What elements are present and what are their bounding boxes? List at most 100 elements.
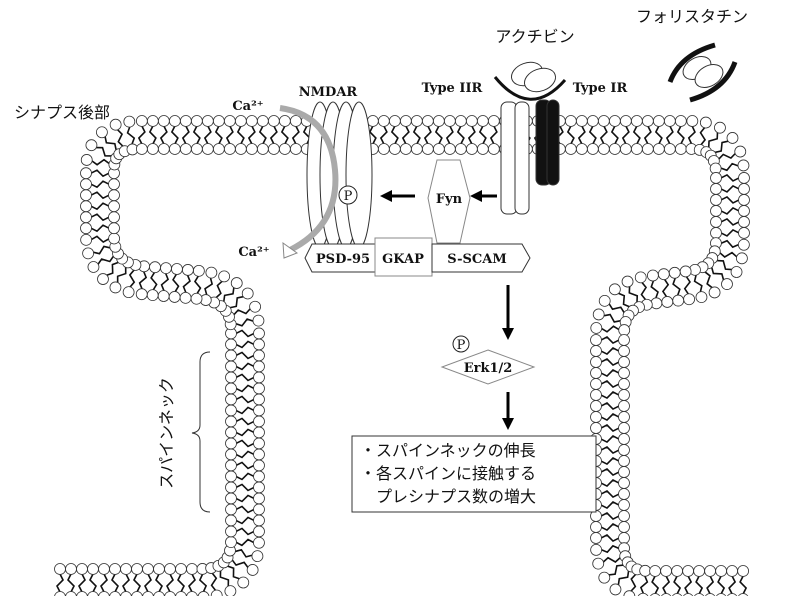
erk-phospho-marker [452, 335, 470, 353]
lipid-head [586, 143, 599, 155]
lipid-head [186, 563, 198, 575]
lipid-head [146, 143, 159, 155]
lipid-head [201, 143, 214, 155]
lipid-head [109, 281, 122, 294]
lipid-head [590, 422, 602, 434]
lipid-head [123, 115, 136, 128]
follistatin-label: フォリスタチン [636, 7, 748, 26]
lipid-head [598, 571, 611, 584]
lipid-head [618, 455, 630, 467]
lipid-head [237, 576, 250, 589]
lipid-head [223, 115, 236, 127]
lipid-head [80, 211, 92, 224]
lipid-head [267, 143, 280, 155]
lipid-head [109, 563, 121, 575]
lipid-head [738, 172, 750, 184]
lipid-head [618, 521, 630, 533]
lipid-head [96, 126, 108, 139]
fyn-kinase [427, 159, 471, 244]
lipid-head [246, 564, 259, 576]
lipid-head [421, 143, 434, 155]
lipid-head [663, 115, 676, 127]
lipid-head [97, 273, 109, 285]
lipid-head [597, 115, 610, 127]
spine-neck-label: スパインネック [157, 377, 176, 489]
lipid-head [619, 143, 632, 155]
lipid-head [710, 172, 722, 184]
lipid-head [432, 143, 445, 155]
sscam-label: S-SCAM [447, 252, 506, 267]
lipid-head [410, 115, 423, 127]
lipid-head [597, 143, 610, 155]
lipid-head [201, 115, 214, 127]
lipid-head [618, 422, 630, 434]
lipid-head [225, 503, 237, 516]
lipid-head [253, 492, 265, 505]
lipid-head [87, 261, 100, 273]
lipid-head [618, 477, 630, 489]
lipid-head [443, 143, 456, 155]
lipid-head [249, 300, 261, 313]
erk-diamond [440, 349, 536, 385]
lipid-head [142, 591, 154, 596]
lipid-head [693, 565, 706, 577]
spine-neck-brace [191, 351, 211, 513]
lipid-head [131, 591, 143, 596]
lipid-head [726, 565, 739, 577]
lipid-head [476, 115, 489, 127]
lipid-head [650, 297, 663, 310]
lipid-head [623, 590, 636, 596]
lipid-head [590, 378, 602, 390]
lipid-head [108, 232, 120, 245]
lipid-head [109, 591, 121, 596]
lipid-head [224, 585, 237, 596]
lipid-head [388, 115, 401, 127]
lipid-head [142, 563, 154, 575]
lipid-head [289, 115, 302, 127]
gkap-label: GKAP [382, 252, 424, 267]
lipid-head [608, 115, 621, 127]
lipid-head [410, 143, 423, 155]
lipid-head [705, 593, 716, 596]
ca-out-label: Ca²⁺ [238, 245, 269, 260]
lipid-head [714, 121, 726, 134]
lipid-head [253, 338, 265, 351]
result-line-1: ・スパインネックの伸長 [360, 441, 536, 460]
lipid-head [54, 563, 66, 575]
lipid-head [245, 115, 258, 127]
lipid-head [377, 115, 390, 127]
lipid-head [108, 189, 120, 202]
lipid-head [252, 314, 265, 327]
lipid-head [175, 591, 187, 596]
arrows [380, 190, 514, 430]
lipid-head [695, 291, 708, 304]
lipid-head [289, 143, 302, 155]
lipid-head [737, 159, 750, 172]
lipid-head [652, 115, 665, 127]
gkap-box [374, 237, 433, 277]
lipid-head [618, 488, 630, 500]
lipid-head [190, 143, 203, 155]
lipid-head [253, 448, 265, 461]
lipid-head [98, 591, 110, 596]
lipid-head [157, 143, 170, 155]
result-line-2: ・各スパインに接触する [360, 464, 536, 483]
lipid-head [160, 262, 172, 275]
lipid-head [671, 565, 684, 577]
lipid-head [251, 550, 264, 563]
lipid-head [253, 360, 265, 373]
lipid-head [182, 264, 194, 276]
lipid-head [225, 349, 237, 362]
lipid-head [710, 183, 722, 195]
activin-label: アクチビン [495, 27, 574, 46]
lipid-head [661, 593, 672, 596]
lipid-head [641, 115, 654, 127]
lipid-head [153, 563, 165, 575]
lipid-head [76, 591, 88, 596]
lipid-head [618, 324, 631, 336]
lipid-head [618, 367, 630, 379]
lipid-head [253, 393, 265, 406]
lipid-head [608, 143, 621, 155]
lipid-head [171, 263, 183, 275]
lipid-head [618, 334, 630, 346]
